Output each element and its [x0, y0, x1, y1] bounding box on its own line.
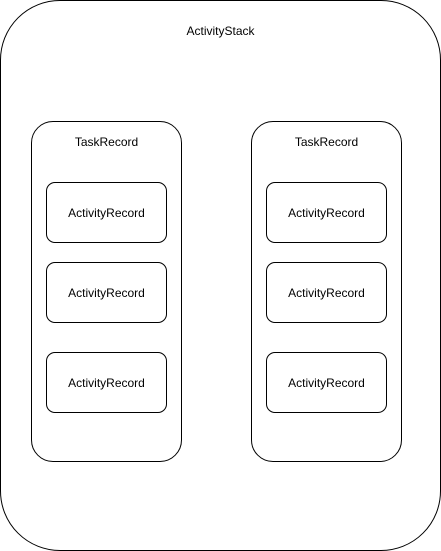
- activity-record-label: ActivityRecord: [288, 205, 365, 220]
- activity-stack-label: ActivityStack: [186, 24, 255, 38]
- activity-record-right-1: ActivityRecord: [266, 182, 387, 243]
- activity-record-right-3: ActivityRecord: [266, 352, 387, 413]
- activity-record-label: ActivityRecord: [68, 205, 145, 220]
- activity-record-label: ActivityRecord: [68, 285, 145, 300]
- activity-record-label: ActivityRecord: [288, 285, 365, 300]
- activity-record-right-2: ActivityRecord: [266, 262, 387, 323]
- task-record-box-right: TaskRecord ActivityRecord ActivityRecord…: [251, 121, 402, 462]
- task-record-label-left: TaskRecord: [74, 135, 139, 149]
- activity-record-left-1: ActivityRecord: [46, 182, 167, 243]
- task-record-label-right: TaskRecord: [294, 135, 359, 149]
- activity-record-label: ActivityRecord: [288, 375, 365, 390]
- activity-record-label: ActivityRecord: [68, 375, 145, 390]
- activity-record-left-3: ActivityRecord: [46, 352, 167, 413]
- activity-record-left-2: ActivityRecord: [46, 262, 167, 323]
- task-record-box-left: TaskRecord ActivityRecord ActivityRecord…: [31, 121, 182, 462]
